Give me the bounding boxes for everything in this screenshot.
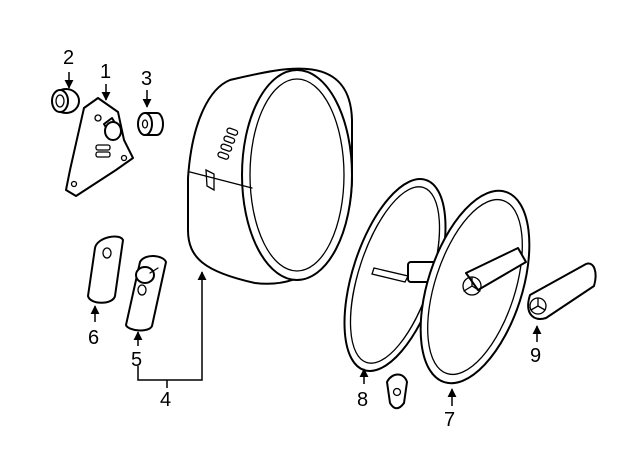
part-7-cover-plate[interactable]: [399, 177, 550, 396]
callout-3: 3: [141, 68, 152, 90]
callout-7: 7: [444, 409, 455, 431]
callout-6: 6: [88, 327, 99, 349]
callout-2: 2: [63, 47, 74, 69]
callout-9: 9: [530, 345, 541, 367]
part-6-pad[interactable]: [87, 235, 124, 304]
part-5-clip[interactable]: [125, 255, 167, 332]
callout-8: 8: [357, 389, 368, 411]
callout-4: 4: [160, 389, 171, 411]
part-9-badge[interactable]: [527, 262, 597, 320]
part-3-bushing[interactable]: [137, 112, 164, 136]
part-2-grommet[interactable]: [51, 88, 80, 114]
leader-lines: [64, 72, 542, 406]
callout-5: 5: [131, 349, 142, 371]
part-1-bracket[interactable]: [65, 97, 134, 197]
callout-1: 1: [100, 61, 111, 83]
part-4-tire-cover[interactable]: [187, 67, 353, 285]
